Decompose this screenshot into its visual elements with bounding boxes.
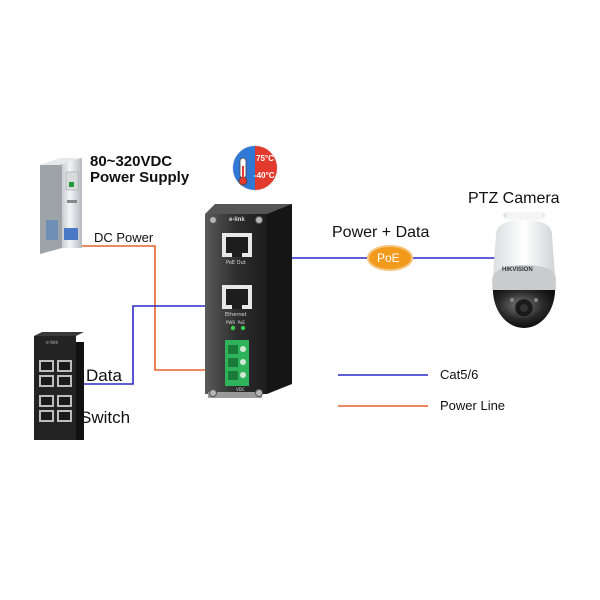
temperature-badge-icon — [232, 145, 278, 191]
data-line-switch — [72, 305, 222, 385]
power-supply-voltage: 80~320VDC — [90, 153, 173, 170]
led-labels: PWR PoE — [226, 320, 245, 325]
port-ethernet-label: Ethernet — [225, 312, 247, 318]
temp-low-label: -40°C — [254, 171, 275, 180]
temp-high-label: 75°C — [256, 154, 274, 163]
poe-injector — [205, 204, 292, 398]
terminal-label: VDC — [236, 387, 245, 392]
camera-label: PTZ Camera — [468, 190, 560, 207]
data-label: Data — [86, 366, 122, 385]
power-supply-label: 80~320VDC Power Supply — [90, 154, 189, 186]
power-supply-title: Power Supply — [90, 169, 190, 186]
power-line — [80, 245, 226, 371]
injector-brand: e-link — [229, 217, 245, 223]
ptz-camera — [492, 212, 556, 328]
legend-cat-label: Cat5/6 — [440, 367, 479, 382]
camera-brand: HIKVISION — [502, 267, 533, 273]
switch-brand: e-link — [46, 340, 58, 346]
power-data-label: Power + Data — [332, 224, 430, 241]
network-switch — [34, 332, 84, 440]
poe-badge-label: PoE — [377, 251, 400, 265]
port-poe-out-label: PoE Out — [226, 260, 246, 266]
dc-power-label: DC Power — [94, 230, 154, 245]
switch-label: Switch — [80, 408, 131, 427]
legend-power-label: Power Line — [440, 398, 506, 413]
poe-badge-shape — [367, 245, 413, 271]
power-supply — [40, 158, 82, 254]
